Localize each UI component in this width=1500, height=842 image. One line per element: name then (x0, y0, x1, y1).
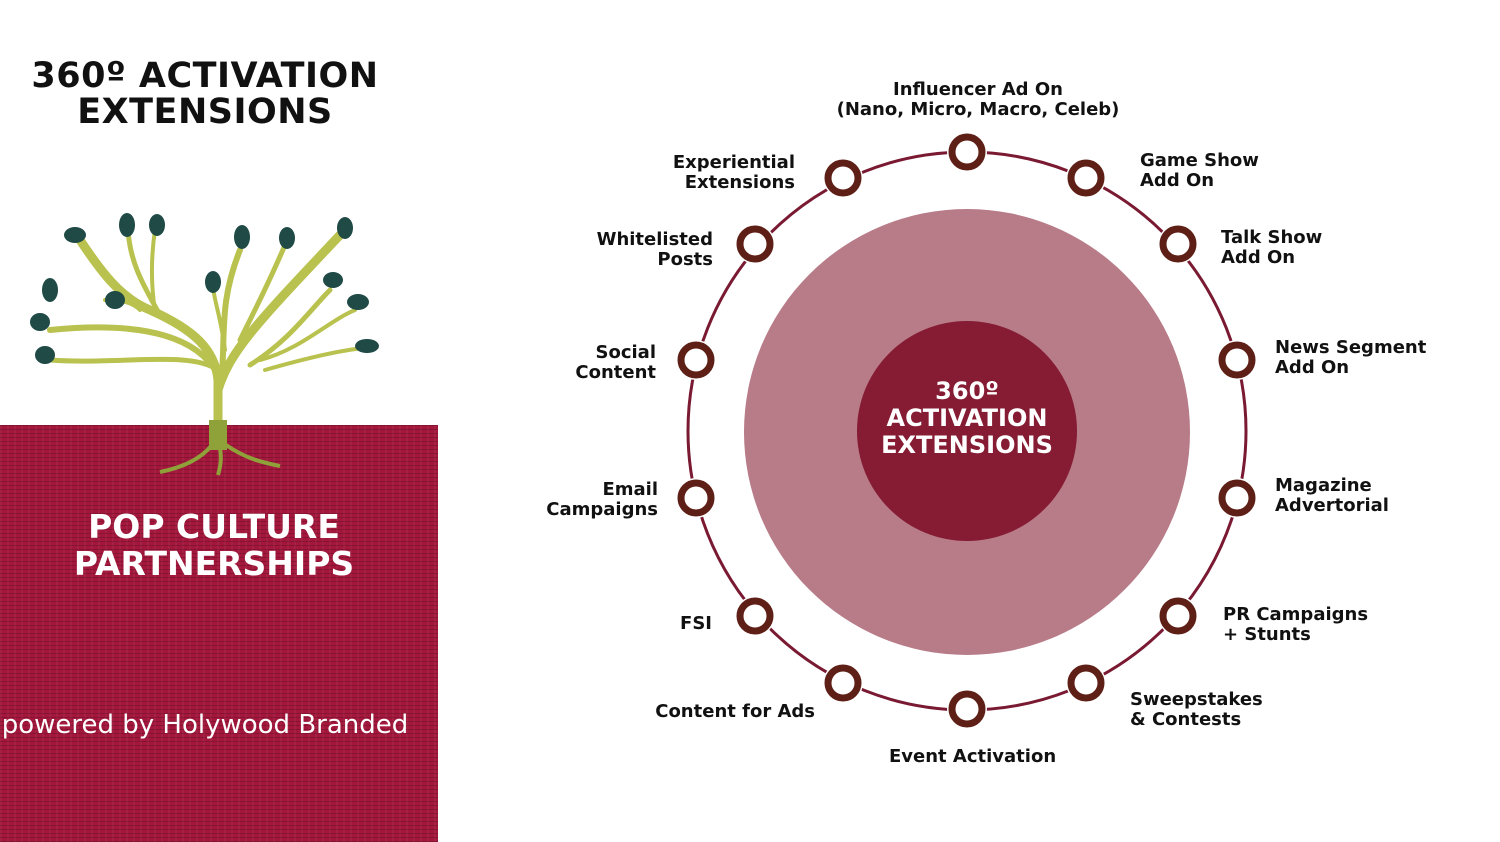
node-label: Talk Show Add On (1221, 227, 1323, 268)
inner-circle (857, 321, 1077, 541)
panel-title: POP CULTURE PARTNERSHIPS (73, 507, 355, 583)
node-label: Sweepstakes & Contests (1130, 689, 1263, 730)
node-marker (1218, 479, 1256, 517)
node-marker (824, 159, 862, 197)
node-marker (824, 664, 862, 702)
node-label: Event Activation (889, 746, 1057, 767)
node-label: Social Content (575, 342, 656, 383)
node-marker (736, 597, 774, 635)
node-label: News Segment Add On (1275, 337, 1427, 378)
node-marker (677, 479, 715, 517)
powered-by: powered by Holywood Branded (1, 710, 409, 740)
center-label: 360º ACTIVATION EXTENSIONS (881, 377, 1053, 459)
node-marker (1159, 597, 1197, 635)
node-marker (948, 133, 986, 171)
node-marker (948, 690, 986, 728)
node-label: Whitelisted Posts (596, 229, 713, 270)
node-label: Experiential Extensions (672, 152, 795, 193)
node-marker (1067, 159, 1105, 197)
pop-culture-panel (0, 425, 438, 842)
node-marker (1067, 664, 1105, 702)
node-label: Email Campaigns (546, 479, 658, 520)
node-label: Game Show Add On (1140, 150, 1259, 191)
node-marker (1159, 225, 1197, 263)
node-label: Magazine Advertorial (1275, 475, 1389, 516)
node-marker (736, 225, 774, 263)
node-marker (677, 341, 715, 379)
page-title: 360º ACTIVATION EXTENSIONS (31, 56, 379, 132)
node-label: Influencer Ad On (Nano, Micro, Macro, Ce… (836, 79, 1120, 120)
node-label: Content for Ads (655, 701, 815, 722)
node-label: PR Campaigns + Stunts (1223, 604, 1369, 645)
tree-illustration (30, 213, 379, 476)
node-marker (1218, 341, 1256, 379)
node-label: FSI (680, 613, 712, 634)
tree-roots (159, 420, 281, 476)
